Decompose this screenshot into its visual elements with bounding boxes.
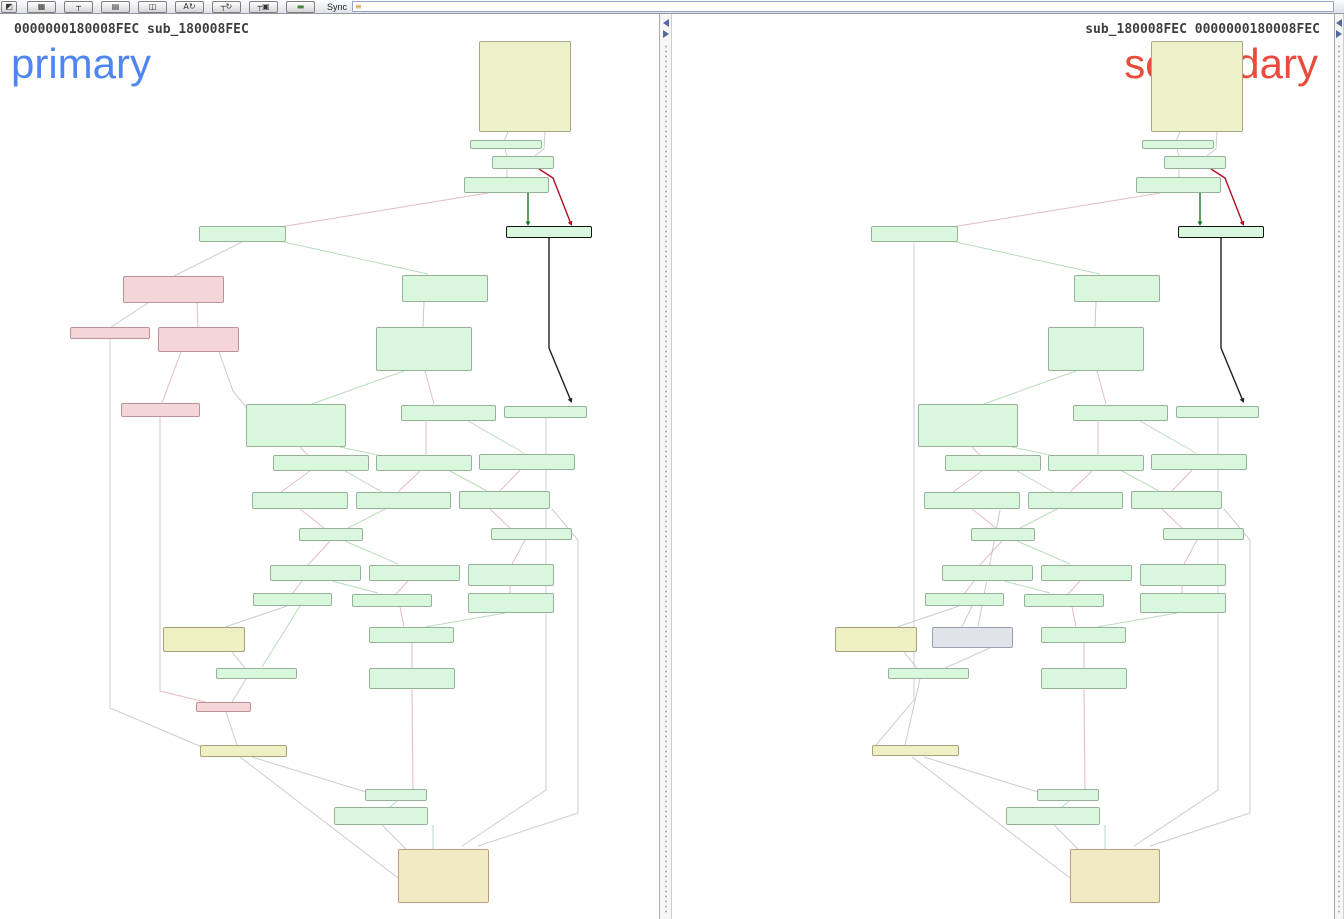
- basic-block-node-green[interactable]: [401, 405, 496, 421]
- basic-block-node-green[interactable]: [888, 668, 969, 679]
- basic-block-node-green[interactable]: [369, 565, 460, 581]
- basic-block-node-green[interactable]: [459, 491, 550, 509]
- basic-block-node-pink[interactable]: [70, 327, 150, 339]
- basic-block-node-green[interactable]: [470, 140, 542, 149]
- basic-block-node-green[interactable]: [1074, 275, 1160, 302]
- basic-block-node-green[interactable]: [1073, 405, 1168, 421]
- screenshot-button[interactable]: ▬: [286, 0, 315, 13]
- basic-block-node-green[interactable]: [468, 564, 554, 586]
- basic-block-node-selected[interactable]: [1178, 226, 1264, 238]
- basic-block-node-green[interactable]: [1006, 807, 1100, 825]
- splitter-collapse-left-icon[interactable]: [1336, 19, 1342, 27]
- basic-block-node-green[interactable]: [334, 807, 428, 825]
- basic-block-node-green[interactable]: [270, 565, 361, 581]
- basic-block-node-green[interactable]: [356, 492, 451, 509]
- basic-block-node-green[interactable]: [1176, 406, 1259, 418]
- basic-block-node-green[interactable]: [216, 668, 297, 679]
- basic-block-node-entry[interactable]: [479, 41, 571, 132]
- refresh-labels-button[interactable]: A↻: [175, 0, 204, 13]
- hierarchic-layout-button[interactable]: ┬: [64, 0, 93, 13]
- selection-tool-button[interactable]: ◩: [1, 0, 17, 13]
- basic-block-node-green[interactable]: [925, 593, 1004, 606]
- basic-block-node-exit[interactable]: [1070, 849, 1160, 903]
- basic-block-node-green[interactable]: [945, 455, 1041, 471]
- basic-block-node-green[interactable]: [369, 627, 454, 643]
- basic-block-node-yellow[interactable]: [163, 627, 245, 652]
- basic-block-node-green[interactable]: [492, 156, 554, 169]
- splitter-grip-dots: [663, 44, 668, 915]
- primary-watermark: primary: [11, 40, 152, 87]
- filter-list-icon: ≡: [355, 2, 362, 11]
- basic-block-node-green[interactable]: [1048, 455, 1144, 471]
- splitter-collapse-right-icon[interactable]: [1336, 30, 1342, 38]
- basic-block-node-yellow[interactable]: [835, 627, 917, 652]
- basic-block-node-green[interactable]: [376, 327, 472, 371]
- basic-block-node-green[interactable]: [376, 455, 472, 471]
- relayout-graph-button[interactable]: ┬↻: [212, 0, 241, 13]
- basic-block-node-pink[interactable]: [196, 702, 251, 712]
- basic-block-node-exit[interactable]: [398, 849, 489, 903]
- basic-block-node-green[interactable]: [1142, 140, 1214, 149]
- basic-block-node-green[interactable]: [1151, 454, 1247, 470]
- basic-block-node-green[interactable]: [253, 593, 332, 606]
- basic-block-node-green[interactable]: [1131, 491, 1222, 509]
- basic-block-node-green[interactable]: [246, 404, 346, 447]
- basic-block-node-green[interactable]: [491, 528, 572, 540]
- center-splitter[interactable]: [659, 14, 672, 919]
- basic-block-node-green[interactable]: [1041, 565, 1132, 581]
- basic-block-node-green[interactable]: [369, 668, 455, 689]
- basic-block-node-green[interactable]: [918, 404, 1018, 447]
- orthogonal-layout-button[interactable]: ▤: [101, 0, 130, 13]
- basic-block-node-yellow[interactable]: [872, 745, 959, 756]
- basic-block-node-green[interactable]: [252, 492, 348, 509]
- basic-block-node-green[interactable]: [924, 492, 1020, 509]
- basic-block-node-green[interactable]: [1163, 528, 1244, 540]
- basic-block-node-green[interactable]: [468, 593, 554, 613]
- basic-block-node-green[interactable]: [1037, 789, 1099, 801]
- basic-block-node-green[interactable]: [464, 177, 549, 193]
- basic-block-node-green[interactable]: [1136, 177, 1221, 193]
- basic-block-node-gray[interactable]: [932, 627, 1013, 648]
- basic-block-node-green[interactable]: [1048, 327, 1144, 371]
- basic-block-node-yellow[interactable]: [200, 745, 287, 757]
- basic-block-node-green[interactable]: [299, 528, 363, 541]
- primary-function-header: 0000000180008FEC sub_180008FEC: [14, 22, 249, 37]
- filter-input[interactable]: [363, 2, 1333, 11]
- filter-combobox[interactable]: ≡: [352, 1, 1334, 12]
- basic-block-node-green[interactable]: [971, 528, 1035, 541]
- basic-block-node-pink[interactable]: [121, 403, 200, 417]
- splitter-grip-dots: [1337, 44, 1341, 915]
- basic-block-node-green[interactable]: [352, 594, 432, 607]
- splitter-collapse-left-icon[interactable]: [662, 19, 669, 27]
- sync-label: Sync: [327, 1, 348, 12]
- basic-block-node-green[interactable]: [365, 789, 427, 801]
- basic-block-node-pink[interactable]: [158, 327, 239, 352]
- basic-block-node-green[interactable]: [1140, 593, 1226, 613]
- splitter-collapse-right-icon[interactable]: [662, 30, 669, 38]
- basic-block-node-green[interactable]: [273, 455, 369, 471]
- color-legend-button[interactable]: ▦: [27, 0, 56, 13]
- basic-block-node-pink[interactable]: [123, 276, 224, 303]
- basic-block-node-green[interactable]: [942, 565, 1033, 581]
- basic-block-node-green[interactable]: [1024, 594, 1104, 607]
- split-view-button[interactable]: ◫: [138, 0, 167, 13]
- basic-block-node-selected[interactable]: [506, 226, 592, 238]
- basic-block-node-green[interactable]: [504, 406, 587, 418]
- basic-block-node-green[interactable]: [871, 226, 958, 242]
- secondary-function-header: sub_180008FEC 0000000180008FEC: [1085, 22, 1320, 37]
- basic-block-node-green[interactable]: [1164, 156, 1226, 169]
- basic-block-node-green[interactable]: [1140, 564, 1226, 586]
- lock-views-button[interactable]: ┬▣: [249, 0, 278, 13]
- basic-block-node-green[interactable]: [1041, 668, 1127, 689]
- basic-block-node-green[interactable]: [1041, 627, 1126, 643]
- basic-block-node-green[interactable]: [402, 275, 488, 302]
- basic-block-node-green[interactable]: [479, 454, 575, 470]
- basic-block-node-green[interactable]: [199, 226, 286, 242]
- right-splitter[interactable]: [1334, 14, 1344, 919]
- toolbar: ◩ ▦ ┬ ▤ ◫ A↻ ┬↻ ┬▣ ▬ Sync ≡: [0, 0, 1344, 14]
- basic-block-node-entry[interactable]: [1151, 41, 1243, 132]
- basic-block-node-green[interactable]: [1028, 492, 1123, 509]
- toolbar-buttons: ◩ ▦ ┬ ▤ ◫ A↻ ┬↻ ┬▣ ▬: [0, 0, 323, 13]
